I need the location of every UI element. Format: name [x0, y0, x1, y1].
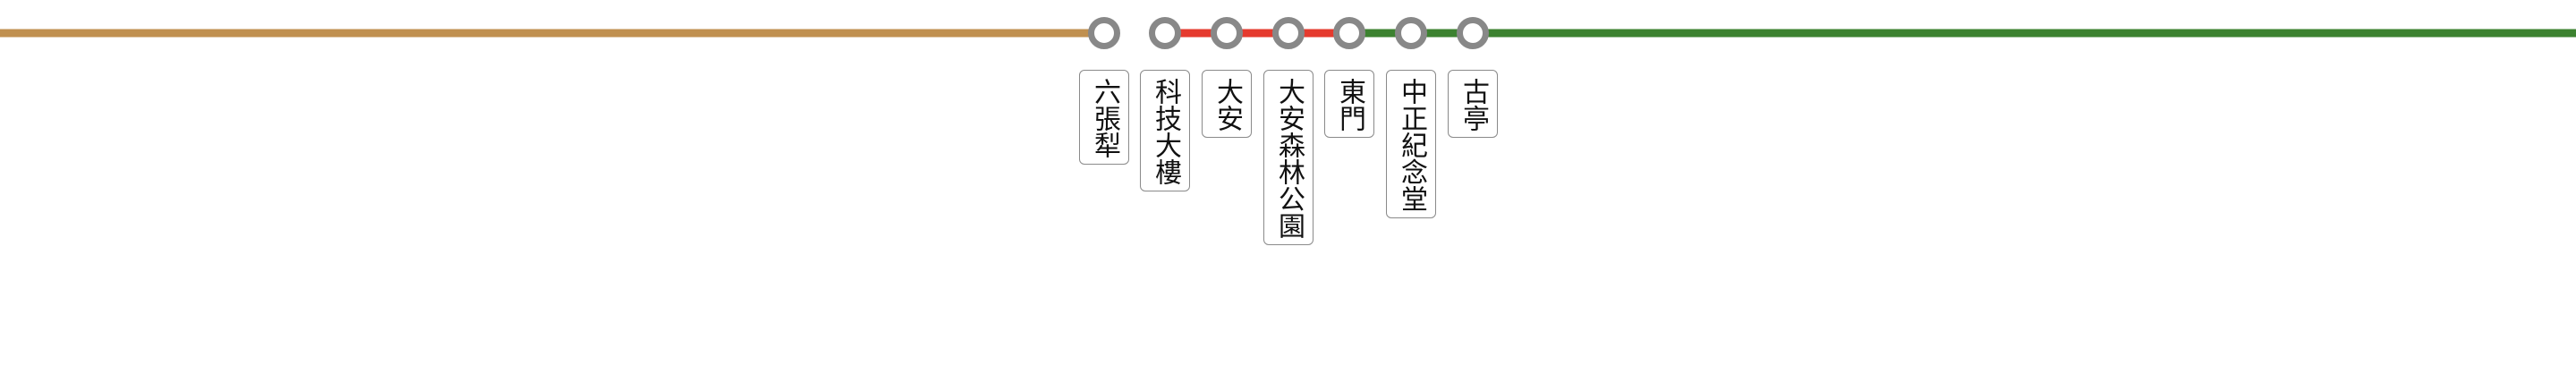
- station-marker-technology-building[interactable]: [1149, 17, 1181, 49]
- station-label-daan-park[interactable]: 大安森林公園: [1263, 70, 1314, 245]
- station-label-liuzhangli[interactable]: 六張犁: [1079, 70, 1129, 165]
- station-label-cks-memorial-hall[interactable]: 中正紀念堂: [1386, 70, 1436, 218]
- station-marker-daan-park[interactable]: [1272, 17, 1305, 49]
- station-label-guting[interactable]: 古亭: [1448, 70, 1498, 138]
- station-label-technology-building[interactable]: 科技大樓: [1140, 70, 1190, 191]
- station-label-daan[interactable]: 大安: [1202, 70, 1252, 138]
- station-marker-guting[interactable]: [1457, 17, 1489, 49]
- station-marker-liuzhangli[interactable]: [1088, 17, 1120, 49]
- station-marker-dongmen[interactable]: [1333, 17, 1365, 49]
- station-marker-daan[interactable]: [1211, 17, 1243, 49]
- station-markers: [1088, 17, 1489, 49]
- station-marker-cks-memorial-hall[interactable]: [1395, 17, 1427, 49]
- station-label-dongmen[interactable]: 東門: [1324, 70, 1374, 138]
